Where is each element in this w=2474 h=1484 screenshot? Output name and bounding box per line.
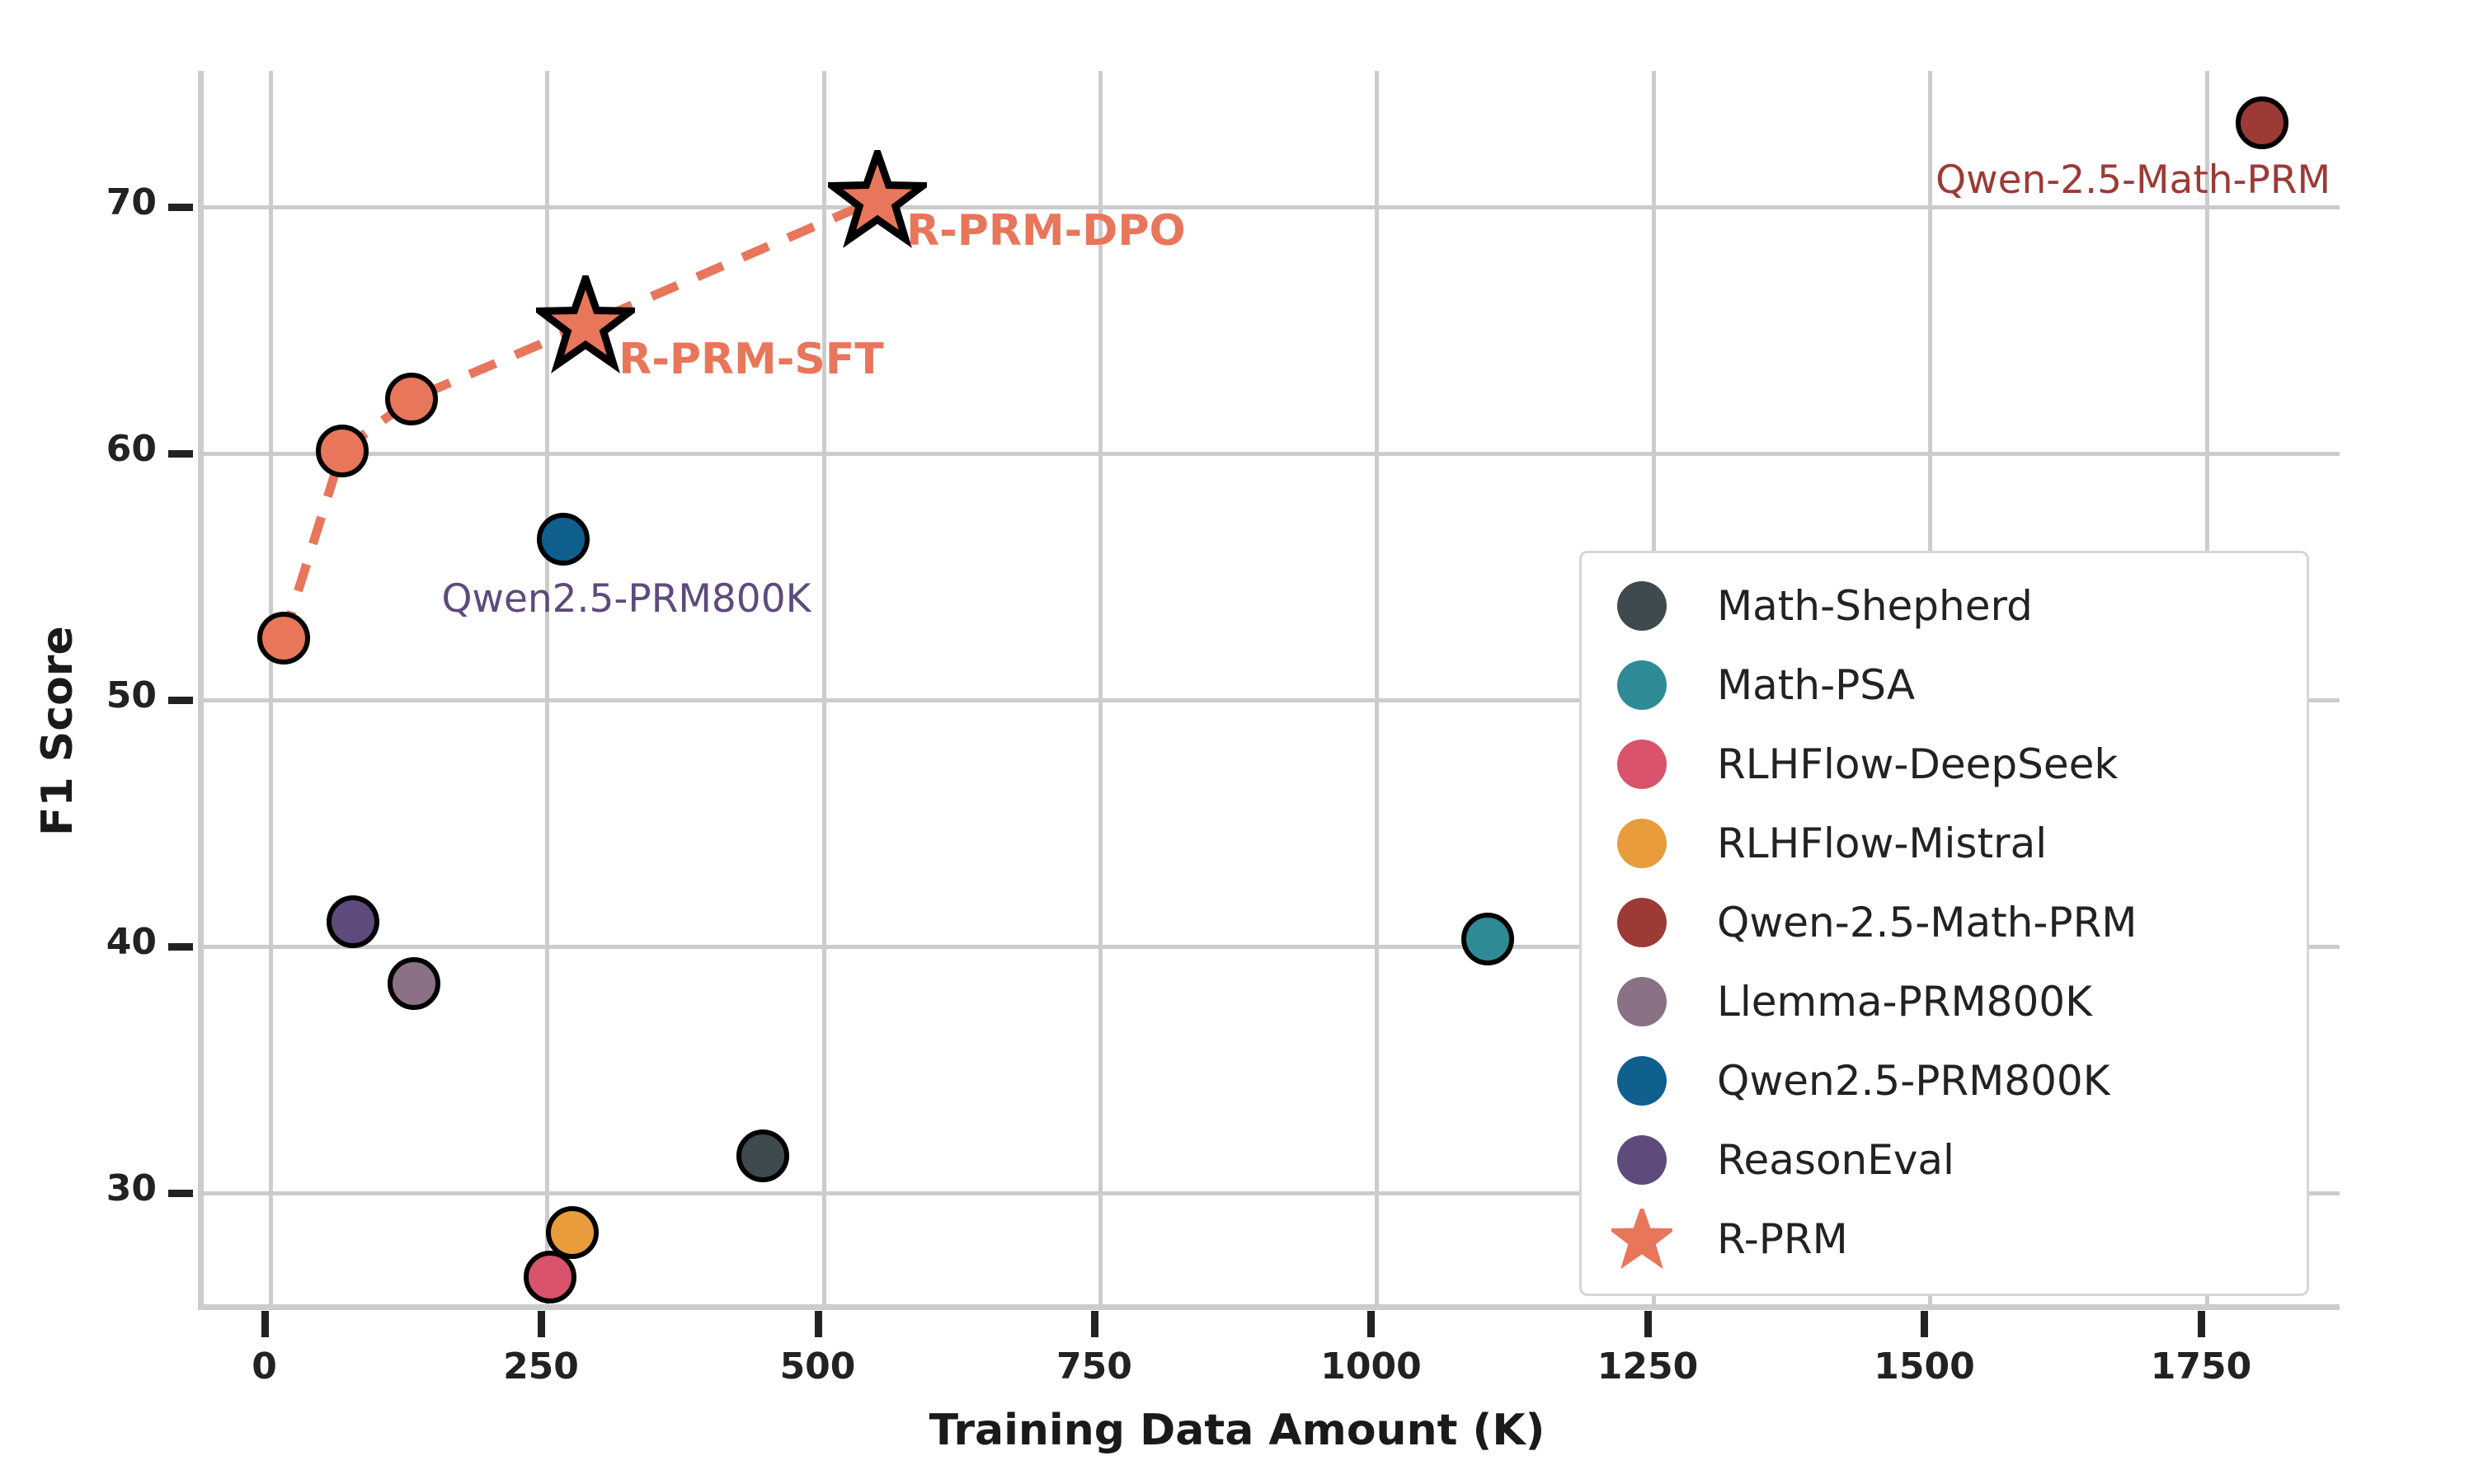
legend-item-label: RLHFlow-DeepSeek xyxy=(1717,740,2119,788)
legend-dot-icon xyxy=(1606,819,1677,868)
data-point-circle[interactable] xyxy=(545,1206,599,1260)
data-point-circle[interactable] xyxy=(736,1129,789,1183)
data-point-circle[interactable] xyxy=(256,612,310,665)
legend-dot-icon xyxy=(1606,898,1677,947)
legend-item-llemma-prm800k[interactable]: Llemma-PRM800K xyxy=(1582,962,2307,1041)
legend-item-r-prm[interactable]: R-PRM xyxy=(1582,1200,2307,1279)
gridline-vertical xyxy=(545,71,549,1304)
legend-item-qwen2-5-prm800k[interactable]: Qwen2.5-PRM800K xyxy=(1582,1041,2307,1120)
legend-item-label: RLHFlow-Mistral xyxy=(1717,819,2048,867)
x-tick-mark xyxy=(261,1311,269,1337)
x-axis-title: Training Data Amount (K) xyxy=(929,1406,1545,1455)
y-tick-label: 40 xyxy=(106,921,157,964)
x-tick-mark xyxy=(1367,1311,1376,1337)
legend-dot-icon xyxy=(1606,660,1677,710)
x-tick-mark xyxy=(814,1311,822,1337)
x-tick-mark xyxy=(1644,1311,1652,1337)
legend-item-label: Math-PSA xyxy=(1717,661,1916,709)
y-tick-label: 60 xyxy=(106,427,157,470)
x-tick-mark xyxy=(1090,1311,1098,1337)
point-annotation: R-PRM-DPO xyxy=(906,206,1186,256)
gridline-vertical xyxy=(821,71,826,1304)
data-point-circle[interactable] xyxy=(387,957,440,1011)
data-point-circle[interactable] xyxy=(327,895,380,949)
y-tick-label: 30 xyxy=(106,1167,157,1210)
point-annotation: Qwen-2.5-Math-PRM xyxy=(1935,157,2331,203)
legend-item-rlhflow-deepseek[interactable]: RLHFlow-DeepSeek xyxy=(1582,725,2307,804)
x-tick-mark xyxy=(538,1311,545,1337)
y-tick-label: 70 xyxy=(106,181,157,223)
data-point-star[interactable] xyxy=(821,141,934,252)
legend-item-label: Qwen-2.5-Math-PRM xyxy=(1717,899,2138,946)
legend-item-label: Math-Shepherd xyxy=(1717,582,2033,630)
legend-item-math-psa[interactable]: Math-PSA xyxy=(1582,646,2307,725)
data-point-circle[interactable] xyxy=(537,513,590,566)
x-tick-label: 1000 xyxy=(1320,1345,1422,1388)
legend-dot-icon xyxy=(1606,1135,1677,1185)
gridline-horizontal xyxy=(204,697,2340,702)
legend-dot-icon xyxy=(1606,977,1677,1026)
gridline-vertical xyxy=(1375,71,1380,1304)
data-point-circle[interactable] xyxy=(2236,96,2289,149)
legend-item-label: ReasonEval xyxy=(1717,1136,1954,1184)
gridline-horizontal xyxy=(204,204,2340,209)
legend-dot-icon xyxy=(1606,1056,1677,1106)
data-point-star[interactable] xyxy=(529,267,642,378)
gridline-horizontal xyxy=(204,451,2340,456)
legend-item-math-shepherd[interactable]: Math-Shepherd xyxy=(1582,566,2307,646)
point-annotation: Qwen2.5-PRM800K xyxy=(441,576,811,622)
x-tick-label: 750 xyxy=(1056,1345,1132,1388)
x-tick-label: 500 xyxy=(779,1345,856,1388)
legend-item-reasoneval[interactable]: ReasonEval xyxy=(1582,1120,2307,1200)
gridline-vertical xyxy=(268,71,273,1304)
y-tick-mark xyxy=(168,943,193,951)
x-tick-label: 1500 xyxy=(1874,1345,1975,1388)
y-axis-title: F1 Score xyxy=(33,625,82,836)
gridline-horizontal xyxy=(204,945,2340,950)
legend-item-label: Qwen2.5-PRM800K xyxy=(1717,1057,2110,1105)
gridline-vertical xyxy=(1098,71,1103,1304)
point-annotation: R-PRM-SFT xyxy=(618,335,884,385)
y-tick-label: 50 xyxy=(106,674,157,716)
y-tick-mark xyxy=(168,449,193,458)
y-tick-mark xyxy=(168,1190,193,1198)
y-tick-mark xyxy=(168,696,193,704)
data-point-circle[interactable] xyxy=(1460,913,1514,966)
legend-dot-icon xyxy=(1606,740,1677,789)
data-point-circle[interactable] xyxy=(524,1251,577,1304)
x-tick-mark xyxy=(1921,1311,1929,1337)
x-tick-label: 1250 xyxy=(1597,1345,1699,1388)
legend-item-rlhflow-mistral[interactable]: RLHFlow-Mistral xyxy=(1582,804,2307,883)
gridline-horizontal xyxy=(204,1191,2340,1196)
legend-item-label: R-PRM xyxy=(1717,1215,1848,1263)
data-point-circle[interactable] xyxy=(385,372,439,425)
x-tick-mark xyxy=(2197,1311,2205,1337)
legend-star-icon xyxy=(1606,1209,1677,1270)
y-tick-mark xyxy=(168,203,193,211)
x-tick-label: 0 xyxy=(252,1345,277,1388)
x-tick-label: 1750 xyxy=(2150,1345,2252,1388)
legend-dot-icon xyxy=(1606,581,1677,631)
x-tick-label: 250 xyxy=(503,1345,579,1388)
legend-item-label: Llemma-PRM800K xyxy=(1717,978,2092,1026)
legend-item-qwen-2-5-math-prm[interactable]: Qwen-2.5-Math-PRM xyxy=(1582,883,2307,962)
data-point-circle[interactable] xyxy=(315,424,369,477)
